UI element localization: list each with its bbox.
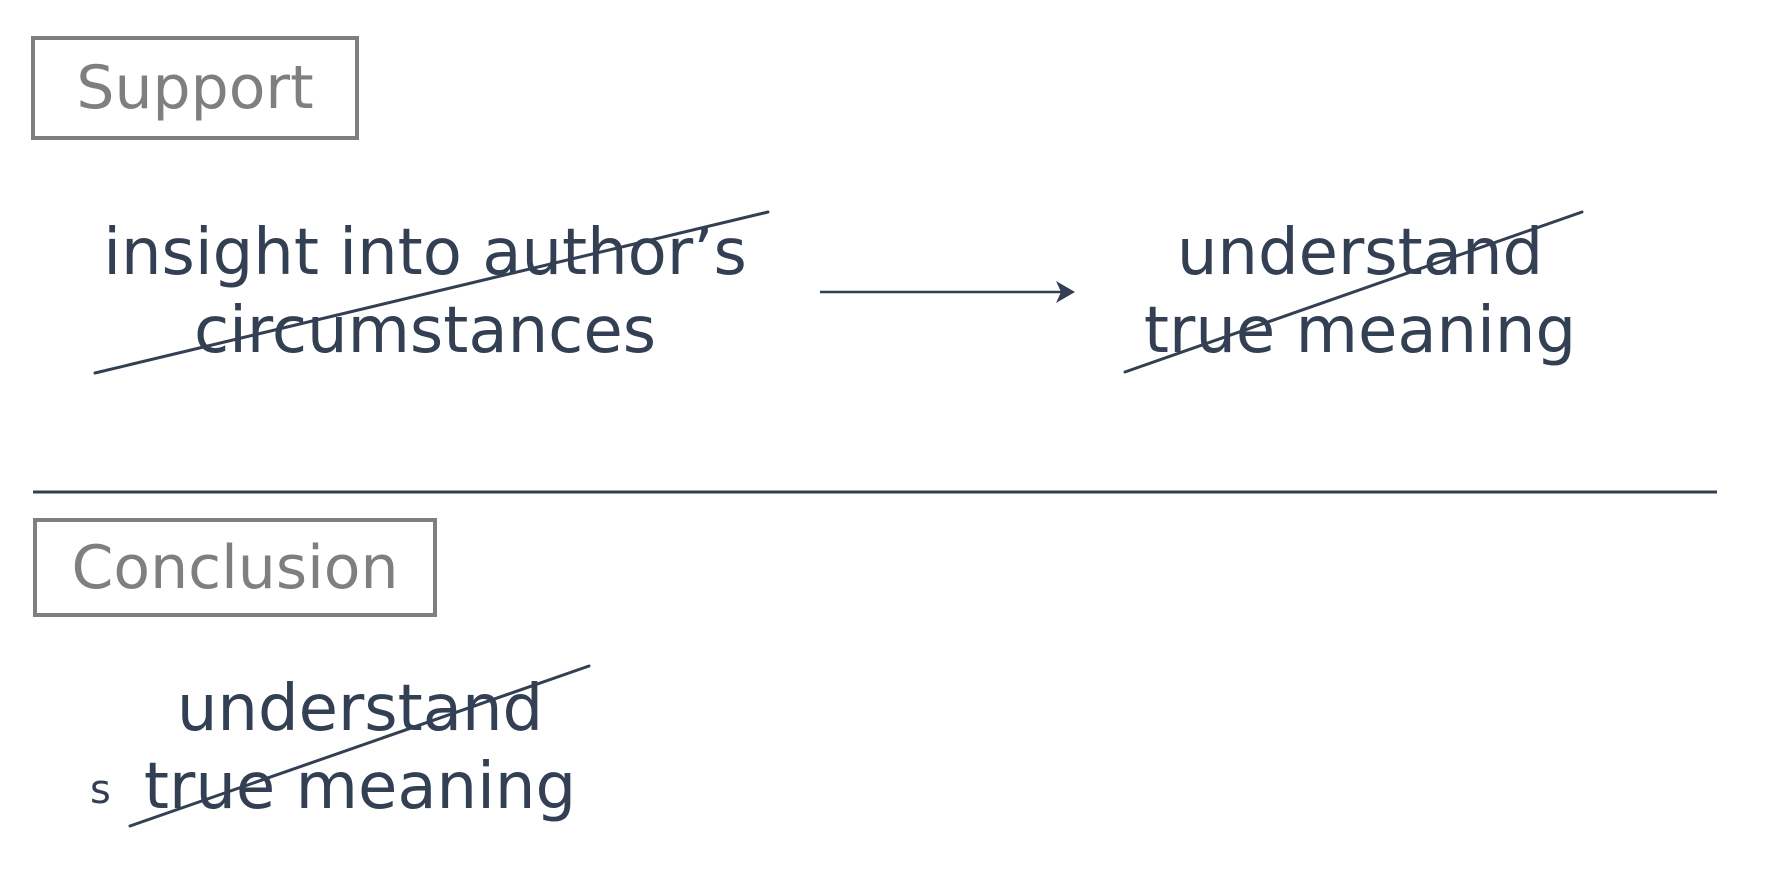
support-result-phrase: understand true meaning [1120,214,1600,370]
support-premise-phrase: insight into author’s circumstances [75,214,775,370]
support-result-line-2: true meaning [1143,294,1577,368]
support-premise-line-1: insight into author’s [103,216,747,290]
support-result-line-1: understand [1176,216,1544,290]
conclusion-result-phrase: understand true meaning [120,670,600,826]
conclusion-result-line-2: true meaning [143,750,577,824]
support-section-label: Support [31,36,359,140]
conclusion-section-label: Conclusion [33,518,437,617]
implication-arrow [820,281,1075,303]
conclusion-result-line-1: understand [176,672,544,746]
conclusion-prefix-letter: s [90,767,111,813]
support-premise-line-2: circumstances [193,294,657,368]
